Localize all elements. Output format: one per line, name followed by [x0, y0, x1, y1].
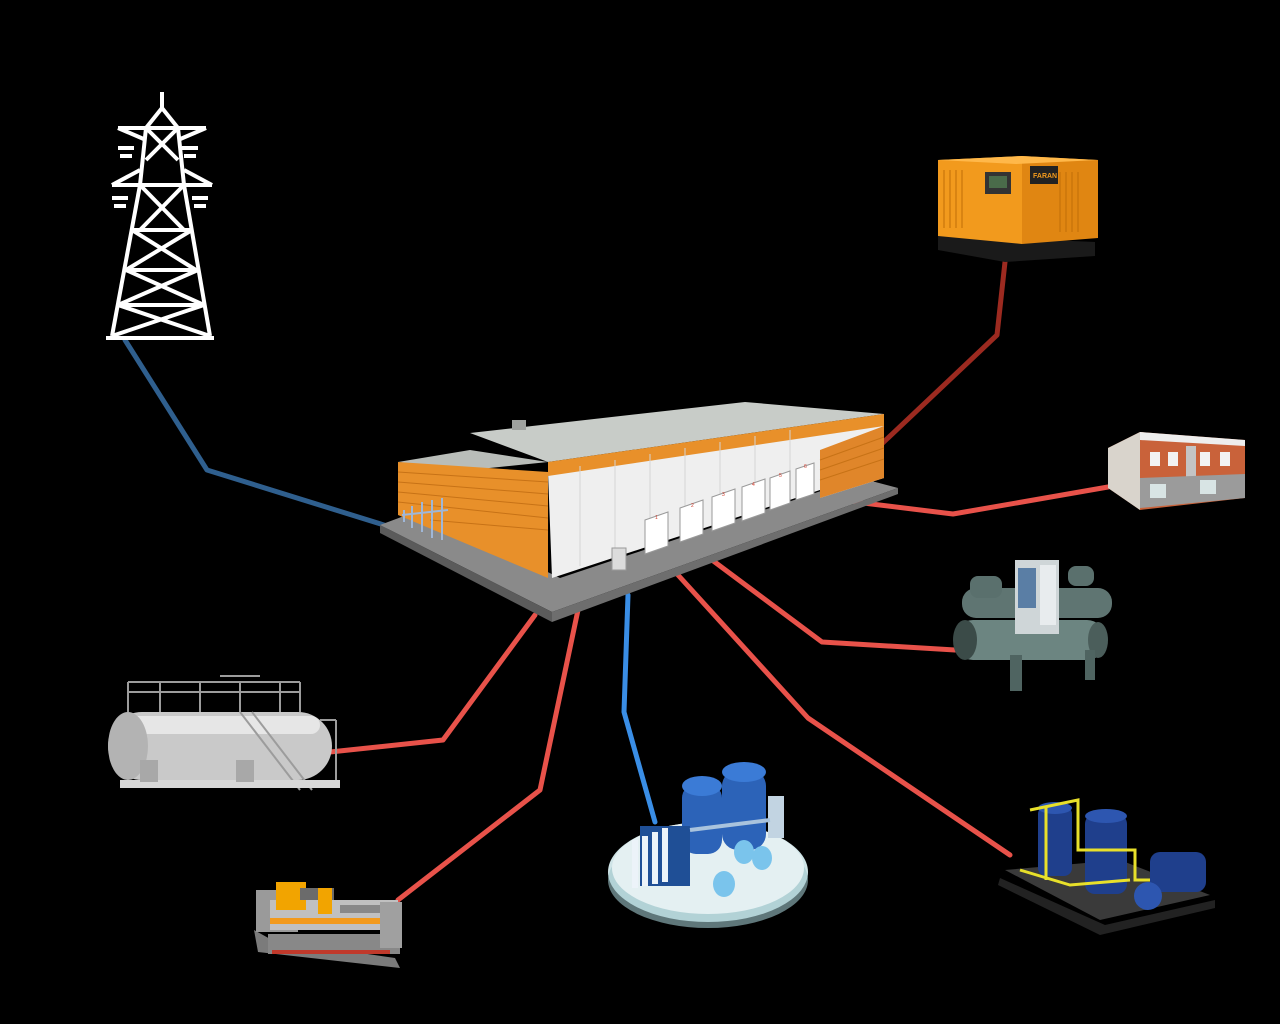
- dock-number-1: 1: [655, 515, 658, 521]
- chiller-icon: [953, 560, 1112, 691]
- dock-number-3: 3: [722, 492, 725, 498]
- transmission-tower-icon: [106, 92, 214, 340]
- dock-number-5: 5: [779, 473, 782, 479]
- water-treatment-icon: [608, 762, 808, 928]
- office-building-icon: [1108, 432, 1245, 510]
- tower-insulators: [112, 146, 208, 208]
- generator-line: [867, 259, 1008, 458]
- chiller-line: [709, 557, 958, 653]
- storage-tank-icon: [108, 675, 340, 791]
- water-line: [621, 592, 658, 825]
- dock-number-4: 4: [752, 482, 755, 488]
- connection-lines: [122, 259, 1111, 903]
- warehouse-building-icon: 1 2 3 4 5 6: [380, 402, 898, 622]
- dock-number-2: 2: [691, 503, 694, 509]
- dock-number-6: 6: [804, 464, 807, 470]
- industrial-unit-icon: [998, 798, 1215, 935]
- lathe-line: [395, 607, 581, 903]
- lathe-machine-icon: [254, 882, 402, 968]
- generator-icon: FARAN: [938, 156, 1098, 262]
- office-line: [852, 484, 1111, 517]
- grid-line: [122, 337, 403, 533]
- industrial-unit-line: [675, 572, 1013, 858]
- tank-line: [327, 612, 538, 755]
- generator-brand-label: FARAN: [1033, 173, 1057, 180]
